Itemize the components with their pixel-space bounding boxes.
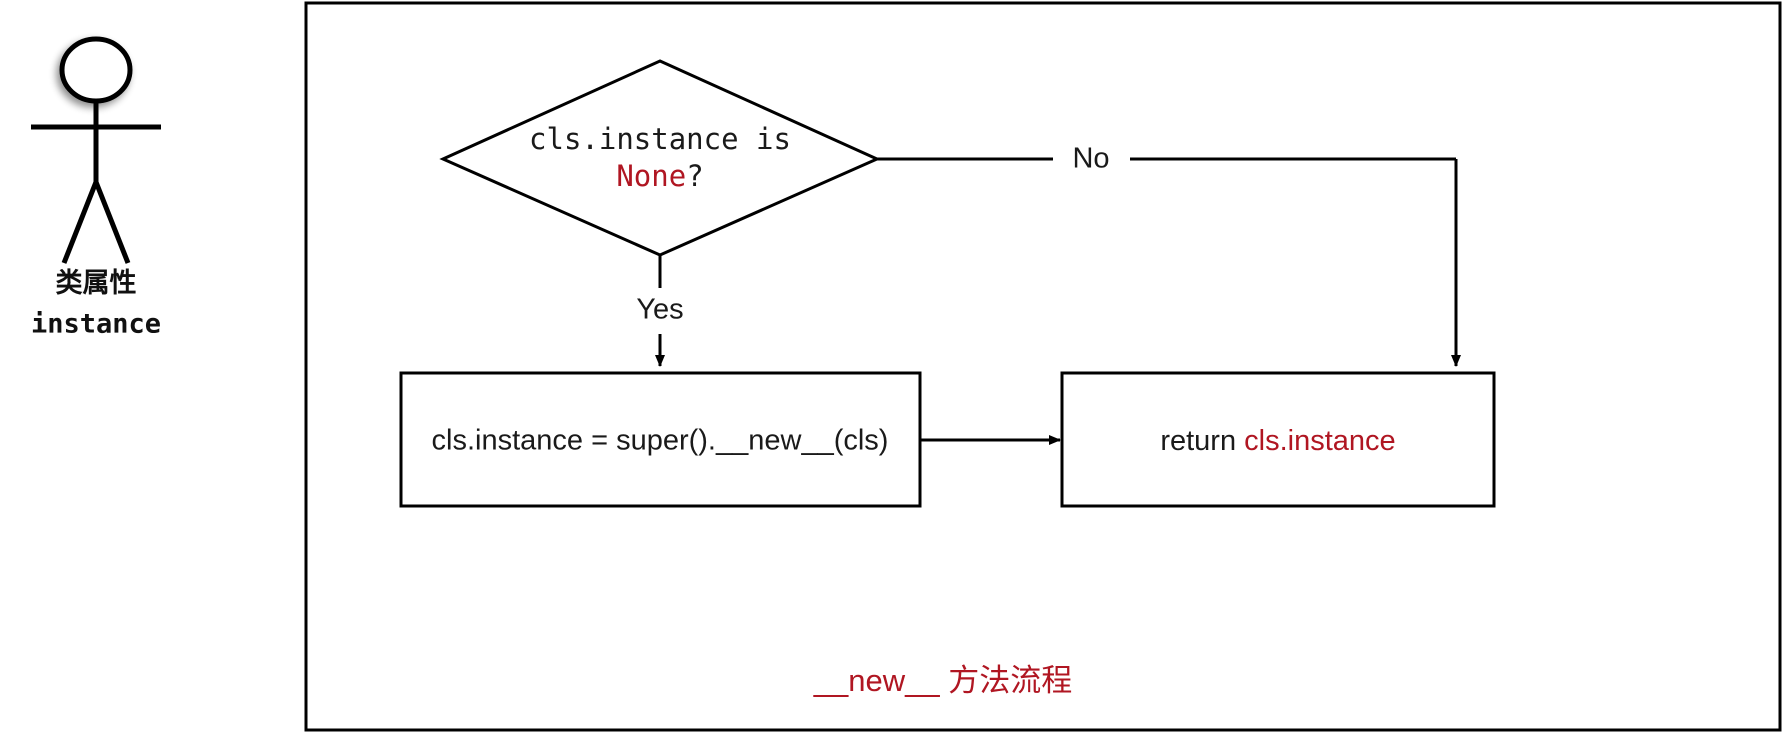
return-value-red: cls.instance (1244, 425, 1396, 457)
return-instance-label: return cls.instance (1160, 425, 1395, 457)
actor-head-icon (59, 36, 133, 104)
decision-text-line1: cls.instance is (529, 122, 791, 156)
actor-leg-left (61, 181, 99, 264)
decision-diamond-shape (439, 59, 881, 257)
edge-no: No (877, 143, 1461, 367)
create-instance-box-shape (399, 371, 922, 508)
return-keyword: return (1160, 425, 1244, 457)
return-instance-box-shape (1060, 371, 1496, 508)
actor-stick-figure (31, 36, 161, 264)
decision-text-qmark: ? (686, 159, 703, 193)
node-return-instance[interactable]: return cls.instance (1060, 371, 1496, 508)
diagram-frame (304, 1, 1782, 732)
actor-leg-right (93, 181, 131, 264)
node-create-instance[interactable]: cls.instance = super().__new__(cls) (399, 371, 922, 508)
edge-no-label: No (1072, 143, 1109, 175)
diagram-caption: __new__ 方法流程 (813, 663, 1072, 698)
edge-yes: Yes (636, 255, 684, 367)
decision-text-none: None (616, 159, 686, 193)
edge-yes-label: Yes (636, 294, 683, 326)
create-instance-label: cls.instance = super().__new__(cls) (432, 425, 889, 457)
actor-label-line1: 类属性 (56, 268, 137, 298)
actor-label-line2: instance (31, 309, 161, 340)
decision-text-line2: None? (616, 159, 703, 193)
node-decision[interactable]: cls.instance is None? (439, 59, 881, 257)
